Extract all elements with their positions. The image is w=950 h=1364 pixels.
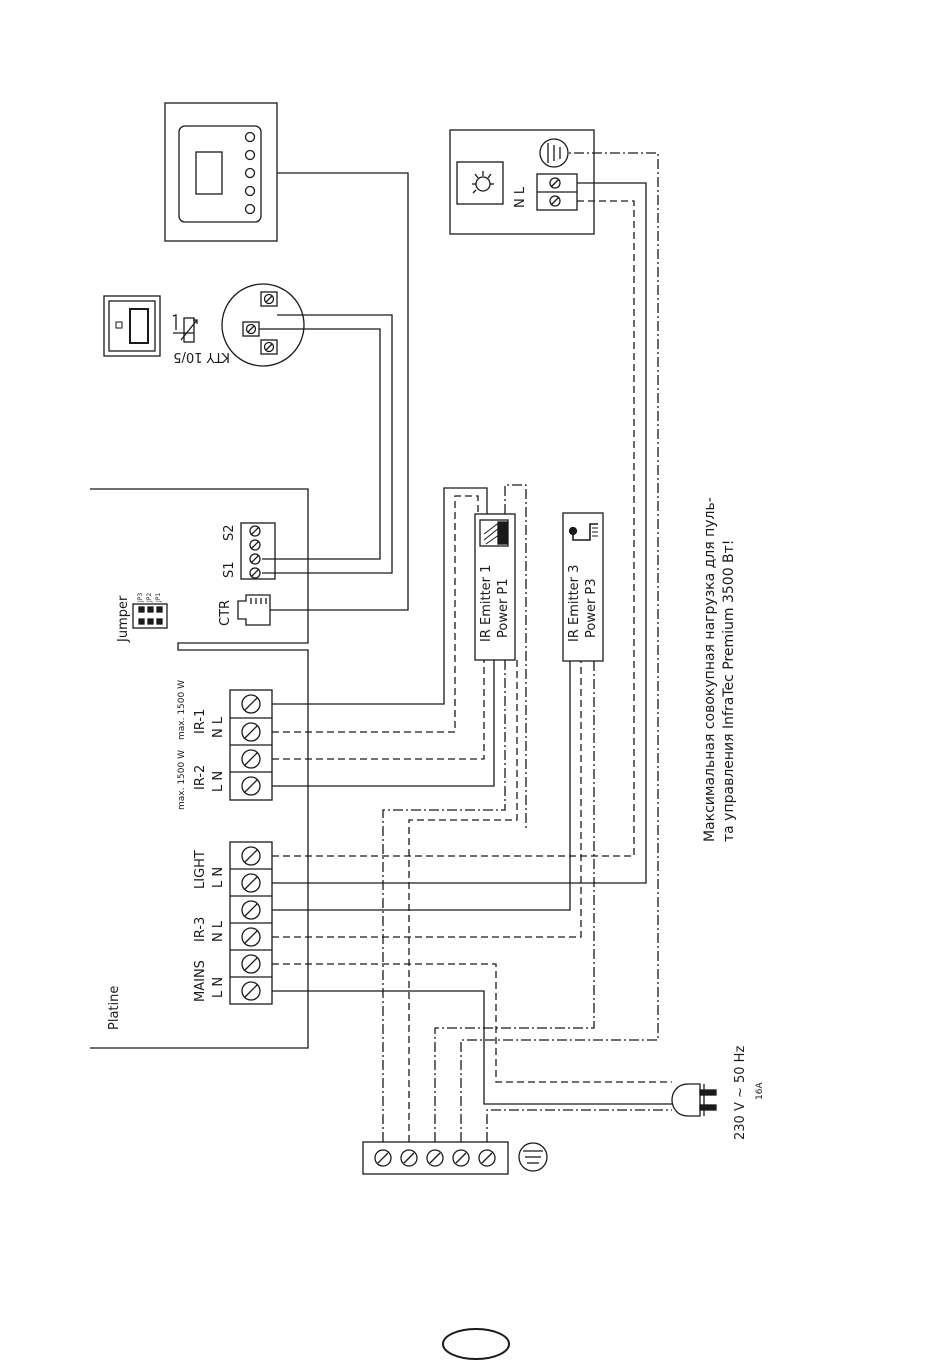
ir1-ir2-terminal [230,690,272,800]
label-ir2-max: max. 1500 W [177,750,187,810]
label-ir3-lines: N L [211,920,226,942]
label-light: LIGHT [193,850,208,889]
lamp-box [450,130,594,234]
label-s1: S1 [222,561,237,578]
label-fuse: 16A [755,1082,765,1100]
label-ir1-max: max. 1500 W [177,680,187,740]
ctr-socket [238,595,270,625]
jumper-block [133,604,167,628]
label-ir2: IR-2 [193,765,208,790]
label-jp3: JP3 [137,593,144,603]
label-lamp-lines: N L [513,186,528,208]
label-s2: S2 [222,524,237,541]
control-panel [165,103,277,241]
wires-dashed [272,201,672,1142]
label-emitter3-b: Power P3 [584,578,599,638]
label-ctr: CTR [218,600,233,626]
labels: Platine Jumper JP3 JP2 JP1 CTR S1 S2 max… [107,186,765,1140]
label-supply: 230 V ~ 50 Hz [733,1046,748,1140]
mains-plug [672,1084,716,1116]
page-number-oval [443,1329,509,1359]
label-ir1-lines: N L [211,716,226,738]
pe-terminal-strip [363,1142,508,1174]
label-ir2-lines: L N [211,771,226,792]
label-jp2: JP2 [146,593,153,603]
label-mains-lines: L N [211,977,226,998]
label-mains: MAINS [193,960,208,1002]
label-jp1: JP1 [155,593,162,603]
label-emitter1-b: Power P1 [496,578,511,638]
label-kty: KTY 10/5 [173,349,230,364]
label-light-lines: L N [211,867,226,888]
label-emitter3-a: IR Emitter 3 [567,565,582,642]
ground-symbol-bottom [519,1143,547,1171]
note-line-2: та управления InfraTec Premium 3500 Вт! [721,540,737,842]
wires-earth [383,153,672,1142]
main-terminal-block [230,842,272,1004]
label-ir1: IR-1 [193,709,208,734]
sensor-box [104,296,160,356]
s1-s2-terminal [241,523,275,579]
note-line-1: Максимальная совокупная нагрузка для пул… [702,497,718,842]
label-jumper: Jumper [116,595,131,643]
label-emitter1-a: IR Emitter 1 [479,565,494,642]
label-platine: Platine [107,986,122,1030]
label-ir3: IR-3 [193,917,208,942]
